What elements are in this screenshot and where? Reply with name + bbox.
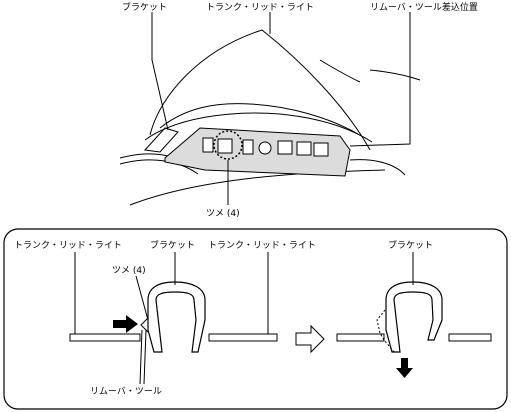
label-claw-detail: ツメ (4) [112,266,146,276]
lamp-window-6 [313,142,329,157]
lamp-window-2 [217,138,233,154]
body-line-3 [129,169,386,206]
transition-arrow-icon [295,324,325,354]
body-line-2 [119,159,199,175]
detail-right [336,252,492,353]
pull-down-arrow-icon [396,358,413,378]
lamp-window-4 [277,140,293,155]
trunk-lid-inner-curve [159,103,359,135]
body-line-5 [369,69,421,81]
lamp-panel-left-2 [336,333,385,342]
remover-tool-line-2 [143,329,147,385]
claw-highlight-circle [213,130,243,160]
bracket-original-dashed [376,309,395,353]
detail-frame [3,228,508,410]
label-bracket-top: ブラケット [122,1,167,13]
leader-remover [349,12,411,147]
body-line-6 [319,59,361,83]
remover-tool-line-1 [139,329,143,385]
trunk-lid-dome [149,29,371,151]
leader-bracket [151,12,169,131]
lamp-panel-right [208,333,278,342]
label-bracket-center: ブラケット [150,239,195,251]
lamp-window-5 [296,141,312,156]
claw-nub [140,317,149,333]
lamp-panel-right-2 [448,333,492,342]
bracket-shape [143,127,179,153]
body-line-4 [349,159,406,176]
lamp-switch [258,141,272,155]
label-trunk-lid-light-right: トランク・リッド・ライト [208,240,316,251]
push-arrow-icon [113,315,138,333]
lamp-window-1 [202,137,214,153]
bracket-u-shape [147,281,206,353]
lamp-panel-left [69,333,141,342]
label-remover-position: リムーバ・ツール差込位置 [370,1,478,13]
label-remover-tool: リムーバ・ツール [90,386,162,397]
label-bracket-right: ブラケット [388,239,433,251]
trunk-lid-rim [144,112,373,143]
top-illustration [119,12,421,206]
label-claw-top: ツメ (4) [206,209,240,219]
leader-claw-detail [135,275,149,321]
label-trunk-lid-light-left: トランク・リッド・ライト [14,240,122,251]
detail-left [69,252,278,385]
bracket-u-shape-right [385,281,443,353]
label-trunk-lid-light-top: トランク・リッド・ライト [206,2,314,13]
lamp-window-3 [242,139,254,155]
